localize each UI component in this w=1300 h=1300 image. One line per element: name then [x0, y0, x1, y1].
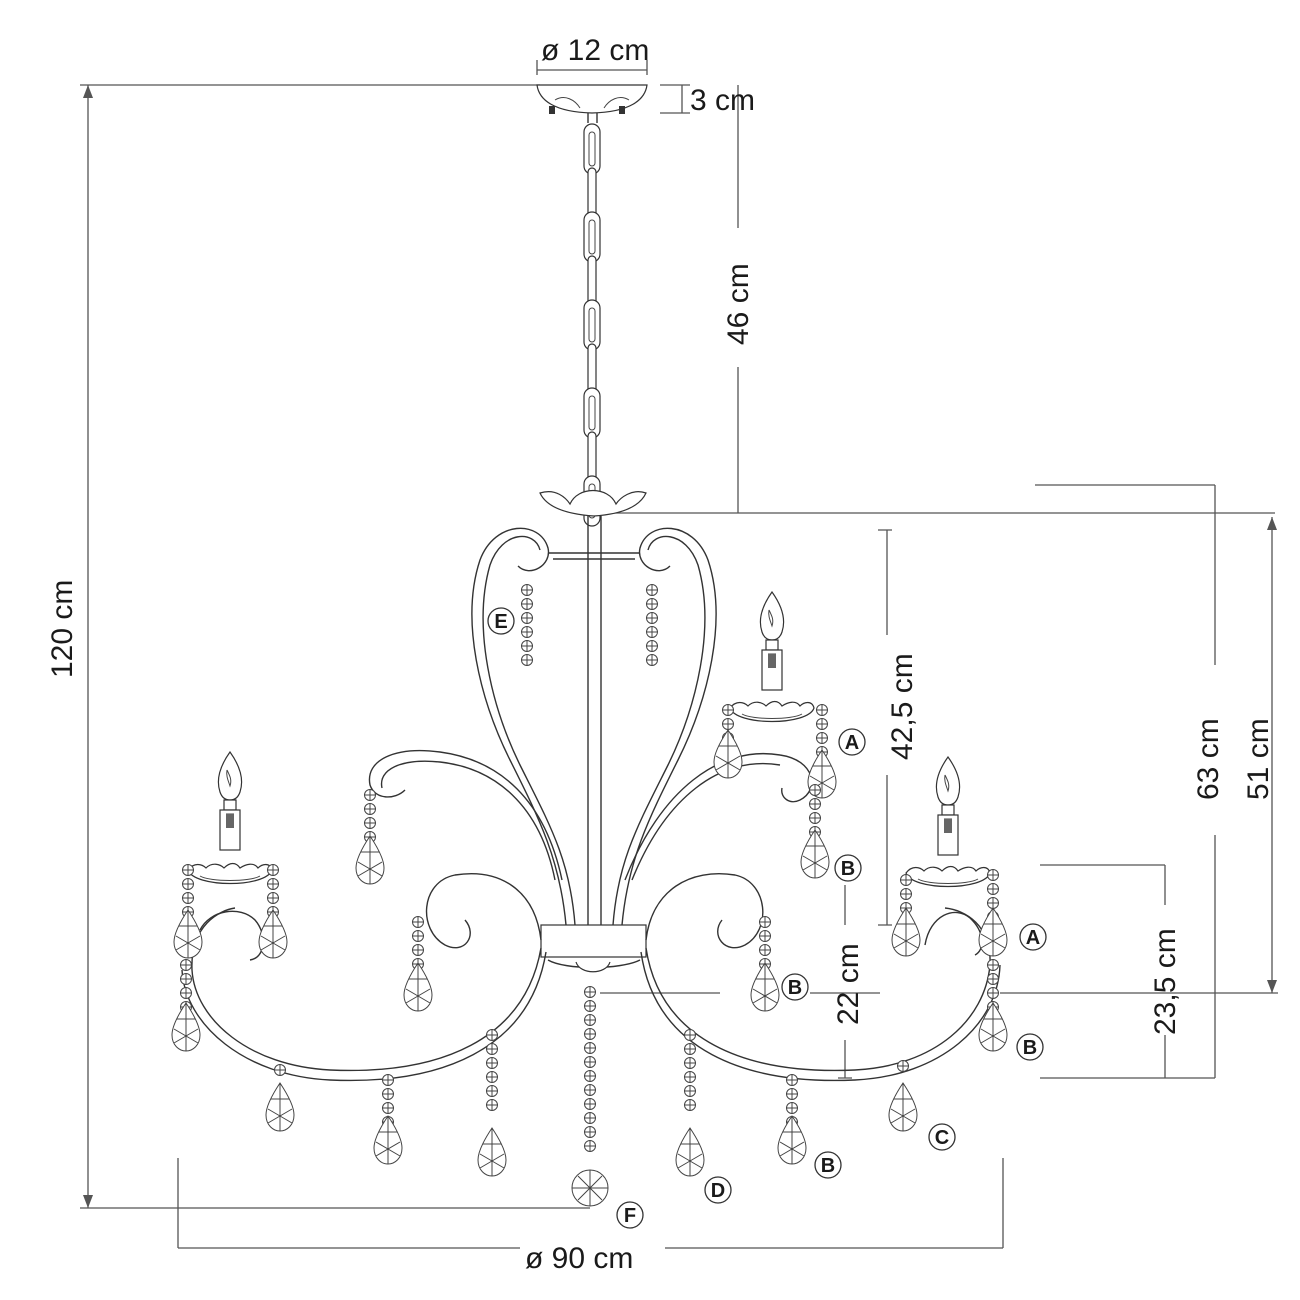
- middle-scroll-arms: [368, 749, 813, 881]
- part-label-b-2: B: [781, 973, 809, 1001]
- body-height-51-label: 51 cm: [1242, 718, 1275, 800]
- cup-left: [187, 862, 273, 885]
- candle-left: [217, 751, 243, 851]
- svg-text:F: F: [624, 1205, 636, 1227]
- chain-link: [587, 167, 597, 219]
- dimension-lines: [80, 60, 1278, 1249]
- part-label-e: E: [487, 607, 515, 635]
- chain-link: [587, 431, 597, 483]
- total-height-label: 120 cm: [46, 580, 79, 678]
- canopy-diameter-label: ø 12 cm: [541, 34, 649, 67]
- lower-arm-height-label: 22 cm: [832, 943, 865, 1025]
- central-stem: [539, 490, 647, 973]
- part-label-d: D: [704, 1176, 732, 1204]
- cup-center: [729, 700, 815, 723]
- part-label-b-3: B: [1016, 1033, 1044, 1061]
- body-height-63-label: 63 cm: [1192, 718, 1225, 800]
- chain-link: [587, 343, 597, 395]
- svg-text:D: D: [711, 1180, 725, 1202]
- part-label-a-1: A: [838, 728, 866, 756]
- canopy-height-label: 3 cm: [690, 84, 755, 117]
- svg-text:B: B: [788, 977, 802, 999]
- chain-link: [587, 255, 597, 307]
- left-candle-hook: [199, 910, 264, 961]
- part-label-c: C: [928, 1123, 956, 1151]
- chain-length-label: 46 cm: [722, 263, 755, 345]
- svg-text:B: B: [1023, 1037, 1037, 1059]
- part-label-a-2: A: [1019, 923, 1047, 951]
- upper-scroll-arms: [471, 527, 717, 926]
- svg-text:B: B: [821, 1155, 835, 1177]
- svg-text:A: A: [845, 732, 859, 754]
- total-diameter-label: ø 90 cm: [525, 1242, 633, 1275]
- part-label-b-4: B: [814, 1151, 842, 1179]
- svg-text:B: B: [841, 858, 855, 880]
- part-label-f: F: [616, 1201, 644, 1229]
- crystals: [171, 585, 1008, 1207]
- chain: [583, 113, 601, 527]
- svg-text:A: A: [1026, 927, 1040, 949]
- canopy: [536, 84, 648, 114]
- upper-arm-height-label: 42,5 cm: [886, 653, 919, 760]
- side-arm-height-label: 23,5 cm: [1149, 928, 1182, 1035]
- part-label-b-1: B: [834, 854, 862, 882]
- candle-center: [759, 591, 785, 691]
- svg-text:C: C: [935, 1127, 949, 1149]
- cup-right: [905, 865, 991, 888]
- right-candle-hook: [924, 911, 983, 956]
- svg-text:E: E: [494, 611, 507, 633]
- candle-right: [935, 756, 961, 856]
